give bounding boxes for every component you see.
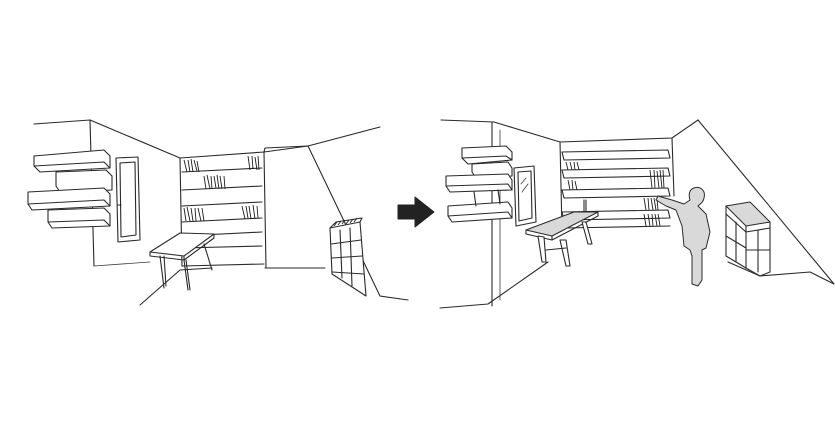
long-table-right — [525, 211, 599, 267]
wall-shelves-left — [27, 149, 113, 229]
after-sketch — [439, 119, 835, 309]
wall-shelves-right — [445, 145, 513, 223]
bookshelves-right — [561, 149, 671, 229]
desk-left — [149, 232, 215, 291]
grid-cabinet-left — [329, 217, 367, 297]
person-figure — [655, 187, 711, 287]
bench-cabinet-right — [725, 201, 771, 277]
before-sketch — [27, 119, 409, 306]
door-left — [115, 156, 141, 243]
bookcase-left — [181, 155, 263, 249]
room-walls-left — [33, 119, 409, 306]
mirror-right — [513, 165, 537, 227]
right-arrow-icon — [397, 196, 435, 228]
